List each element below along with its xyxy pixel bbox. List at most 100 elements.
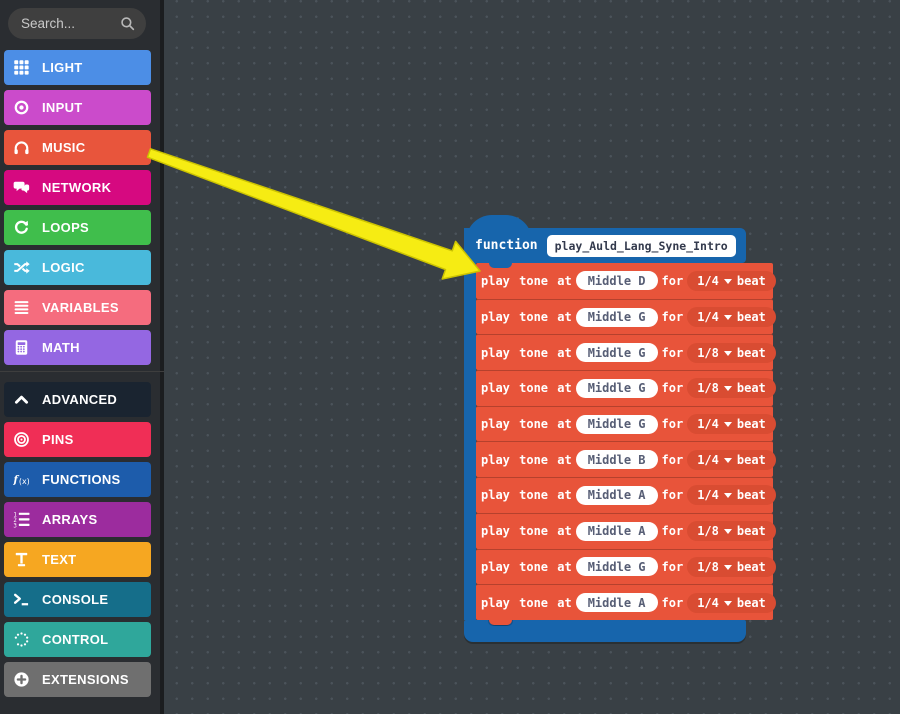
rings-icon	[13, 431, 30, 448]
category-label: ARRAYS	[42, 512, 98, 527]
play-tone-block[interactable]: play tone at Middle G for 1/8 beat	[476, 548, 776, 589]
beat-label: beat	[736, 595, 766, 610]
beat-label: beat	[736, 310, 766, 325]
sidebar-item-control[interactable]: CONTROL	[4, 622, 151, 657]
text-icon	[13, 551, 30, 568]
duration-value: 1/8	[697, 381, 719, 396]
sidebar-item-light[interactable]: LIGHT	[4, 50, 151, 85]
function-header[interactable]: function play_Auld_Lang_Syne_Intro	[464, 228, 746, 268]
category-label: LOOPS	[42, 220, 90, 235]
dropdown-caret-icon	[723, 529, 732, 535]
duration-dropdown[interactable]: 1/8 beat	[687, 342, 776, 363]
beat-label: beat	[736, 381, 766, 396]
sidebar-item-input[interactable]: INPUT	[4, 90, 151, 125]
calculator-icon	[13, 339, 30, 356]
block-label: play tone at	[481, 273, 572, 288]
duration-dropdown[interactable]: 1/4 beat	[687, 485, 776, 506]
function-body: play tone at Middle D for 1/4 beat play …	[476, 263, 776, 625]
block-label: play tone at	[481, 310, 572, 325]
function-name-field[interactable]: play_Auld_Lang_Syne_Intro	[546, 234, 736, 257]
toolbox-category-list: LIGHT INPUT MUSIC NETWORK LOOPS LOGIC VA…	[4, 50, 160, 365]
duration-dropdown[interactable]: 1/4 beat	[687, 307, 776, 328]
category-label: ADVANCED	[42, 392, 118, 407]
headphones-icon	[13, 139, 30, 156]
function-left-spine	[464, 263, 476, 620]
play-tone-block[interactable]: play tone at Middle A for 1/4 beat	[476, 477, 776, 518]
workspace-canvas[interactable]: function play_Auld_Lang_Syne_Intro play …	[164, 0, 900, 714]
duration-dropdown[interactable]: 1/8 beat	[687, 556, 776, 577]
sidebar-item-network[interactable]: NETWORK	[4, 170, 151, 205]
block-label: play tone at	[481, 381, 572, 396]
grid-icon	[13, 59, 30, 76]
sidebar-item-loops[interactable]: LOOPS	[4, 210, 151, 245]
duration-dropdown[interactable]: 1/4 beat	[687, 270, 776, 291]
sidebar-item-music[interactable]: MUSIC	[4, 130, 151, 165]
sidebar-item-extensions[interactable]: EXTENSIONS	[4, 662, 151, 697]
note-field[interactable]: Middle D	[575, 271, 658, 291]
note-field[interactable]: Middle B	[575, 450, 658, 470]
note-field[interactable]: Middle G	[575, 307, 658, 327]
duration-dropdown[interactable]: 1/8 beat	[687, 378, 776, 399]
sidebar-item-console[interactable]: CONSOLE	[4, 582, 151, 617]
duration-value: 1/4	[697, 273, 719, 288]
category-label: CONSOLE	[42, 592, 109, 607]
note-field[interactable]: Middle G	[575, 414, 658, 434]
search-icon	[120, 16, 135, 31]
sidebar-item-advanced[interactable]: ADVANCED	[4, 382, 151, 417]
sidebar-item-logic[interactable]: LOGIC	[4, 250, 151, 285]
note-field[interactable]: Middle G	[575, 557, 658, 577]
dropdown-caret-icon	[723, 564, 732, 570]
dropdown-caret-icon	[723, 493, 732, 499]
sidebar-item-functions[interactable]: f(x) FUNCTIONS	[4, 462, 151, 497]
lines-icon	[13, 299, 30, 316]
play-tone-block[interactable]: play tone at Middle A for 1/4 beat	[476, 584, 776, 625]
dropdown-caret-icon	[723, 422, 732, 428]
search-input[interactable]	[21, 16, 113, 31]
chat-icon	[13, 179, 30, 196]
category-label: MATH	[42, 340, 80, 355]
block-label: play tone at	[481, 559, 572, 574]
refresh-icon	[13, 219, 30, 236]
note-field[interactable]: Middle G	[575, 378, 658, 398]
sidebar-item-text[interactable]: TEXT	[4, 542, 151, 577]
note-field[interactable]: Middle G	[575, 343, 658, 363]
note-field[interactable]: Middle A	[575, 485, 658, 505]
dropdown-caret-icon	[723, 278, 732, 284]
play-tone-block[interactable]: play tone at Middle G for 1/4 beat	[476, 298, 776, 340]
sidebar-item-math[interactable]: MATH	[4, 330, 151, 365]
play-tone-block[interactable]: play tone at Middle A for 1/8 beat	[476, 512, 776, 554]
sidebar-divider	[0, 371, 164, 372]
function-footer	[464, 620, 746, 642]
duration-dropdown[interactable]: 1/4 beat	[687, 449, 776, 470]
note-field[interactable]: Middle A	[575, 593, 658, 613]
play-tone-block[interactable]: play tone at Middle G for 1/8 beat	[476, 370, 776, 411]
search-box[interactable]	[8, 8, 146, 39]
duration-value: 1/8	[697, 345, 719, 360]
note-field[interactable]: Middle A	[575, 521, 658, 541]
play-tone-block[interactable]: play tone at Middle B for 1/4 beat	[476, 441, 776, 482]
category-label: PINS	[42, 432, 74, 447]
duration-dropdown[interactable]: 1/8 beat	[687, 521, 776, 542]
category-label: FUNCTIONS	[42, 472, 121, 487]
shuffle-icon	[13, 259, 30, 276]
sidebar-item-pins[interactable]: PINS	[4, 422, 151, 457]
play-tone-block[interactable]: play tone at Middle G for 1/4 beat	[476, 405, 776, 447]
play-tone-block[interactable]: play tone at Middle D for 1/4 beat	[476, 263, 776, 304]
sidebar-item-variables[interactable]: VARIABLES	[4, 290, 151, 325]
block-label: play tone at	[481, 488, 572, 503]
svg-text:1: 1	[13, 512, 17, 518]
duration-dropdown[interactable]: 1/4 beat	[687, 592, 776, 613]
dropdown-caret-icon	[723, 600, 732, 606]
svg-text:2: 2	[13, 518, 16, 524]
play-tone-block[interactable]: play tone at Middle G for 1/8 beat	[476, 334, 776, 375]
svg-text:(x): (x)	[19, 477, 30, 486]
duration-dropdown[interactable]: 1/4 beat	[687, 414, 776, 435]
block-label: play tone at	[481, 524, 572, 539]
category-label: LOGIC	[42, 260, 85, 275]
block-label: play tone at	[481, 595, 572, 610]
block-label: play tone at	[481, 452, 572, 467]
terminal-icon	[13, 591, 30, 608]
block-label: for	[661, 417, 684, 432]
